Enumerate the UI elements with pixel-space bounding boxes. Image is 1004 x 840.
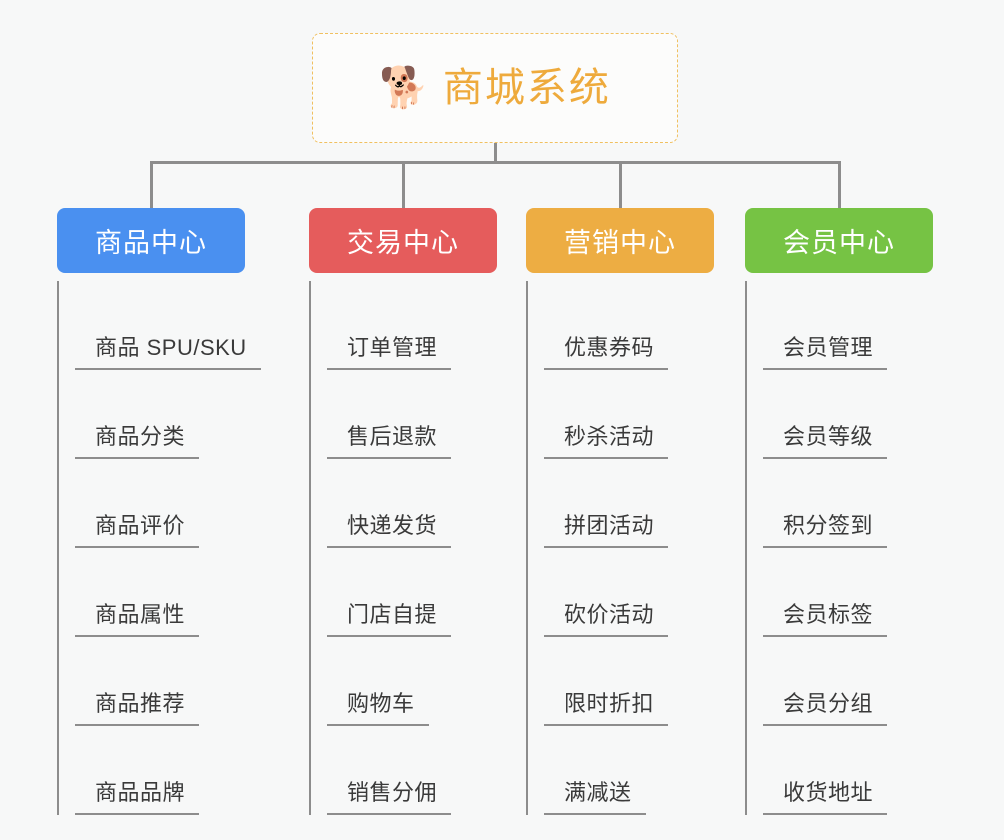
list-item[interactable]: 会员标签 [763, 548, 945, 637]
root-node[interactable]: 🐕 商城系统 [312, 33, 678, 143]
list-item[interactable]: 优惠券码 [544, 281, 726, 370]
list-item-label: 限时折扣 [544, 686, 669, 726]
list-item-label: 秒杀活动 [544, 419, 669, 459]
list-item[interactable]: 收货地址 [763, 726, 945, 815]
list-item-label: 会员分组 [763, 686, 888, 726]
list-item[interactable]: 购物车 [327, 637, 524, 726]
list-item-label: 商品评价 [75, 508, 200, 548]
list-item-label: 会员标签 [763, 597, 888, 637]
list-item-label: 会员管理 [763, 330, 888, 370]
list-item-label: 快递发货 [327, 508, 452, 548]
connector-drop-3 [619, 161, 622, 208]
list-item[interactable]: 拼团活动 [544, 459, 726, 548]
list-item-label: 商品属性 [75, 597, 200, 637]
branch-marketing-center: 营销中心 优惠券码 秒杀活动 拼团活动 砍价活动 限时折扣 满减送 [526, 208, 726, 815]
list-item-label: 优惠券码 [544, 330, 669, 370]
branch-header[interactable]: 交易中心 [309, 208, 497, 273]
branch-trade-center: 交易中心 订单管理 售后退款 快递发货 门店自提 购物车 销售分佣 [309, 208, 524, 815]
list-item[interactable]: 快递发货 [327, 459, 524, 548]
list-item[interactable]: 会员管理 [763, 281, 945, 370]
list-item[interactable]: 订单管理 [327, 281, 524, 370]
list-item[interactable]: 积分签到 [763, 459, 945, 548]
connector-bar [150, 161, 841, 164]
list-item[interactable]: 商品分类 [75, 370, 307, 459]
list-item[interactable]: 商品属性 [75, 548, 307, 637]
connector-stem [494, 143, 497, 163]
branch-items: 订单管理 售后退款 快递发货 门店自提 购物车 销售分佣 [309, 281, 524, 815]
branch-items: 优惠券码 秒杀活动 拼团活动 砍价活动 限时折扣 满减送 [526, 281, 726, 815]
branch-header[interactable]: 会员中心 [745, 208, 933, 273]
list-item[interactable]: 会员分组 [763, 637, 945, 726]
list-item-label: 订单管理 [327, 330, 452, 370]
list-item-label: 商品分类 [75, 419, 200, 459]
list-item-label: 收货地址 [763, 775, 888, 815]
list-item[interactable]: 限时折扣 [544, 637, 726, 726]
list-item-label: 售后退款 [327, 419, 452, 459]
root-title: 商城系统 [442, 66, 611, 110]
branch-items: 会员管理 会员等级 积分签到 会员标签 会员分组 收货地址 [745, 281, 945, 815]
list-item-label: 商品 SPU/SKU [75, 330, 261, 370]
branch-header[interactable]: 商品中心 [57, 208, 245, 273]
list-item-label: 商品品牌 [75, 775, 200, 815]
list-item-label: 商品推荐 [75, 686, 200, 726]
list-item-label: 砍价活动 [544, 597, 669, 637]
connector-drop-4 [838, 161, 841, 208]
branch-header[interactable]: 营销中心 [526, 208, 714, 273]
branch-product-center: 商品中心 商品 SPU/SKU 商品分类 商品评价 商品属性 商品推荐 商品品牌 [57, 208, 307, 815]
shiba-dog-icon: 🐕 [379, 66, 429, 110]
list-item[interactable]: 满减送 [544, 726, 726, 815]
list-item[interactable]: 秒杀活动 [544, 370, 726, 459]
list-item[interactable]: 商品评价 [75, 459, 307, 548]
list-item[interactable]: 商品品牌 [75, 726, 307, 815]
list-item-label: 积分签到 [763, 508, 888, 548]
connector-drop-2 [402, 161, 405, 208]
branch-items: 商品 SPU/SKU 商品分类 商品评价 商品属性 商品推荐 商品品牌 [57, 281, 307, 815]
list-item-label: 购物车 [327, 686, 429, 726]
list-item[interactable]: 销售分佣 [327, 726, 524, 815]
branch-member-center: 会员中心 会员管理 会员等级 积分签到 会员标签 会员分组 收货地址 [745, 208, 945, 815]
list-item-label: 销售分佣 [327, 775, 452, 815]
list-item[interactable]: 商品推荐 [75, 637, 307, 726]
connector-drop-1 [150, 161, 153, 208]
list-item[interactable]: 商品 SPU/SKU [75, 281, 307, 370]
list-item-label: 满减送 [544, 775, 646, 815]
list-item[interactable]: 门店自提 [327, 548, 524, 637]
list-item[interactable]: 砍价活动 [544, 548, 726, 637]
list-item[interactable]: 会员等级 [763, 370, 945, 459]
list-item-label: 拼团活动 [544, 508, 669, 548]
list-item[interactable]: 售后退款 [327, 370, 524, 459]
list-item-label: 会员等级 [763, 419, 888, 459]
list-item-label: 门店自提 [327, 597, 452, 637]
